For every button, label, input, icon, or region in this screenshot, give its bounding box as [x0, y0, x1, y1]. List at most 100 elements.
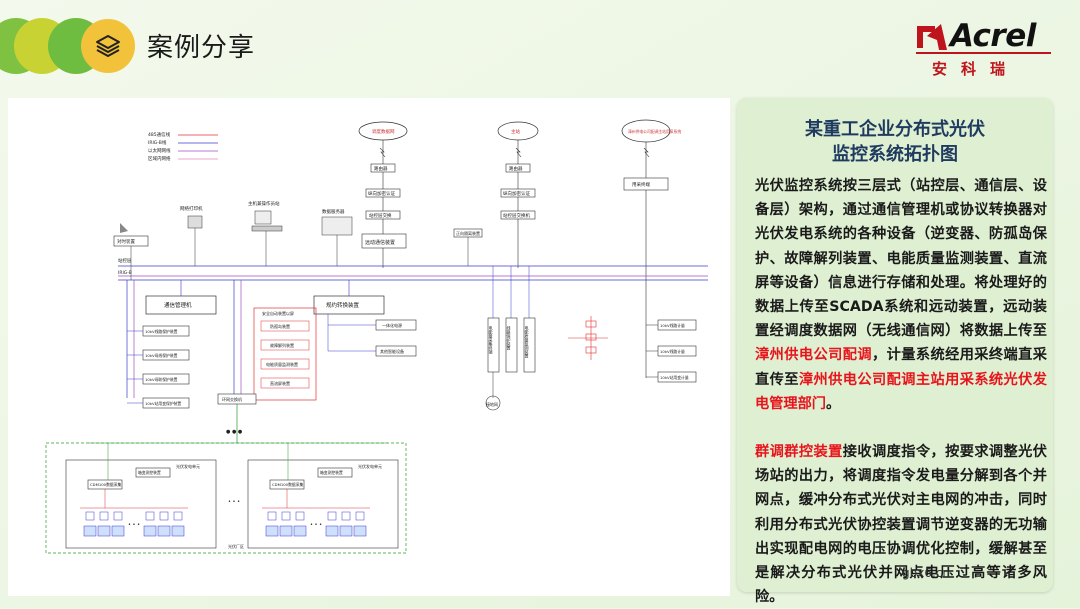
node-utility: 漳州供电公司配调主站用采系统	[628, 129, 681, 134]
node-printer: 网络打印机	[180, 205, 203, 212]
node-encrypt1: 纵向加密认证	[368, 190, 395, 197]
node-prot: 10kV线路保护装置	[145, 329, 178, 334]
node-switch1: 站控层交换	[369, 212, 392, 219]
inverter-row	[85, 511, 183, 521]
node-station: 主站	[511, 128, 520, 135]
node-meter-box: 10kV站用变计量	[660, 375, 689, 380]
dots: • • •	[228, 499, 240, 505]
panel-title: 某重工企业分布式光伏 监控系统拓扑图	[737, 117, 1053, 167]
legend-label: 区域内网络	[148, 155, 171, 162]
node-sec-auto: 安全自动装置以屏	[262, 310, 294, 316]
meter-terminal-box	[623, 177, 669, 191]
panel-title-line2: 监控系统拓扑图	[832, 144, 958, 165]
ellipsis-dots: ● ● ●	[226, 429, 243, 435]
legend-label: 485通信线	[148, 131, 171, 138]
pv-panel-row	[83, 525, 185, 537]
dots: • • •	[128, 522, 140, 528]
topology-diagram: 485通信线 IRIG-B线 以太网网线 区域内网络 调度数据网 主站 漳州供电…	[8, 98, 730, 596]
p1-text: 光伏监控系统按三层式（站控层、通信层、设备层）架构，通过通信管理机或协议转换器对…	[755, 178, 1047, 340]
node-comm-mgr: 通信管理机	[164, 301, 192, 309]
node-remote: 远动通信装置	[365, 239, 395, 246]
workstation-icon	[254, 210, 272, 225]
node-prot: 10kV站用变保护装置	[145, 401, 181, 406]
watermark: gbx6.cn	[902, 566, 950, 580]
wireless-icon	[379, 147, 386, 158]
page-title: 案例分享	[147, 33, 256, 63]
protection-group: 10kV线路保护装置 10kV母线保护装置 10kV母联保护装置 10kV站用变…	[127, 325, 190, 409]
vertical-device	[487, 317, 500, 373]
node-router1: 路由器	[374, 165, 388, 172]
node-combiner: 箱变测控装置	[320, 470, 343, 475]
node-v1: 电能量采集终端	[489, 325, 494, 355]
panel-title-line1: 某重工企业分布式光伏	[805, 119, 985, 140]
vertical-device	[523, 317, 536, 373]
node-prot: 10kV母线保护装置	[145, 353, 178, 358]
layers-icon	[96, 35, 120, 57]
node-fault: 故障解列装置	[270, 342, 294, 348]
paragraph-1: 光伏监控系统按三层式（站控层、通信层、设备层）架构，通过通信管理机或协议转换器对…	[755, 174, 1047, 416]
router2-box	[505, 163, 531, 173]
logo-brand: Acrel	[950, 18, 1036, 54]
p1-highlight-1: 漳州供电公司配调	[755, 347, 872, 364]
node-ups: 正向隔离装置	[456, 230, 480, 236]
node-v3: 电能质量监测装置	[525, 325, 530, 359]
breaker-group	[568, 316, 608, 360]
bus-label: 站控层	[118, 257, 132, 264]
logo-subtitle: 安科瑞	[932, 60, 1020, 78]
p2-text: 接收调度指令，按要求调整光伏场站的出力，将调度指令发电量分解到各个并网点，缓冲分…	[755, 444, 1047, 606]
paragraph-2: 群调群控装置接收调度指令，按要求调整光伏场站的出力，将调度指令发电量分解到各个并…	[755, 440, 1047, 609]
legend: 485通信线 IRIG-B线 以太网网线 区域内网络	[148, 131, 218, 162]
node-prot: 10kV母联保护装置	[145, 377, 178, 382]
topology-svg: 485通信线 IRIG-B线 以太网网线 区域内网络 调度数据网 主站 漳州供电…	[45, 119, 708, 554]
node-anti-island: 防孤岛装置	[270, 323, 290, 329]
node-gps: 对时装置	[117, 238, 135, 245]
security-auto-frame	[253, 307, 317, 401]
node-meter-box: 10kV线路计量	[660, 349, 685, 354]
vertical-device	[505, 317, 518, 373]
logo-underline	[916, 52, 1051, 54]
acrel-logo-icon	[917, 24, 947, 50]
node-relay: 一体化电源	[382, 322, 402, 328]
satellite-icon	[120, 223, 128, 233]
pv-unit-frame	[65, 459, 217, 549]
node-dc-scr: 直流屏装置	[270, 380, 290, 386]
node-earth: 接地网	[486, 401, 498, 407]
p2-highlight: 群调群控装置	[755, 444, 843, 461]
legend-label: 以太网网线	[148, 147, 171, 154]
node-encrypt2: 纵向加密认证	[503, 190, 530, 197]
node-switch2: 站控层交换机	[503, 212, 530, 219]
wireless-icon	[643, 147, 650, 158]
node-logger: CDM100数据采集	[272, 482, 303, 487]
p1-text-b: ，计量系统经用采终端直采直传至	[755, 347, 1047, 388]
legend-label: IRIG-B线	[148, 139, 167, 146]
dots: • • •	[310, 522, 322, 528]
node-power-q: 电能质量监测装置	[266, 361, 298, 367]
inverter-row	[267, 511, 365, 521]
p1-text-c: 。	[825, 395, 841, 412]
encrypt2-box	[500, 188, 536, 198]
node-workstation: 主机兼操作员站	[248, 200, 280, 207]
printer-icon	[187, 215, 203, 229]
panel-body: 光伏监控系统按三层式（站控层、通信层、设备层）架构，通过通信管理机或协议转换器对…	[755, 174, 1047, 609]
node-field: 光伏厂区	[228, 543, 244, 549]
pv-field-frame	[45, 442, 407, 554]
node-ring: 环网交换机	[222, 396, 242, 402]
p1-highlight-2: 漳州供电公司配调主站用采系统光伏发电管理部门	[755, 371, 1047, 412]
node-logger: CDM100数据采集	[90, 482, 121, 487]
node-combiner: 箱变测控装置	[138, 470, 161, 475]
node-inv-panel: 光伏发电单元	[358, 463, 382, 469]
server-icon	[321, 216, 353, 236]
node-meter: 用采终端	[632, 181, 650, 188]
earth-icon	[485, 395, 501, 411]
description-panel	[737, 98, 1053, 592]
encrypt1-box	[365, 188, 401, 198]
node-other: 其他智能设备	[380, 348, 404, 354]
node-meter-box: 10kV线路计量	[660, 323, 685, 328]
node-server: 数据服务器	[322, 208, 345, 215]
wireless-icon	[515, 147, 522, 158]
node-proto-conv: 规约转换装置	[326, 301, 360, 309]
node-inv-panel: 光伏发电单元	[176, 463, 200, 469]
node-v2: 线路保护装置	[507, 325, 512, 351]
node-router2: 路由器	[509, 165, 523, 172]
pv-unit-frame	[247, 459, 399, 549]
